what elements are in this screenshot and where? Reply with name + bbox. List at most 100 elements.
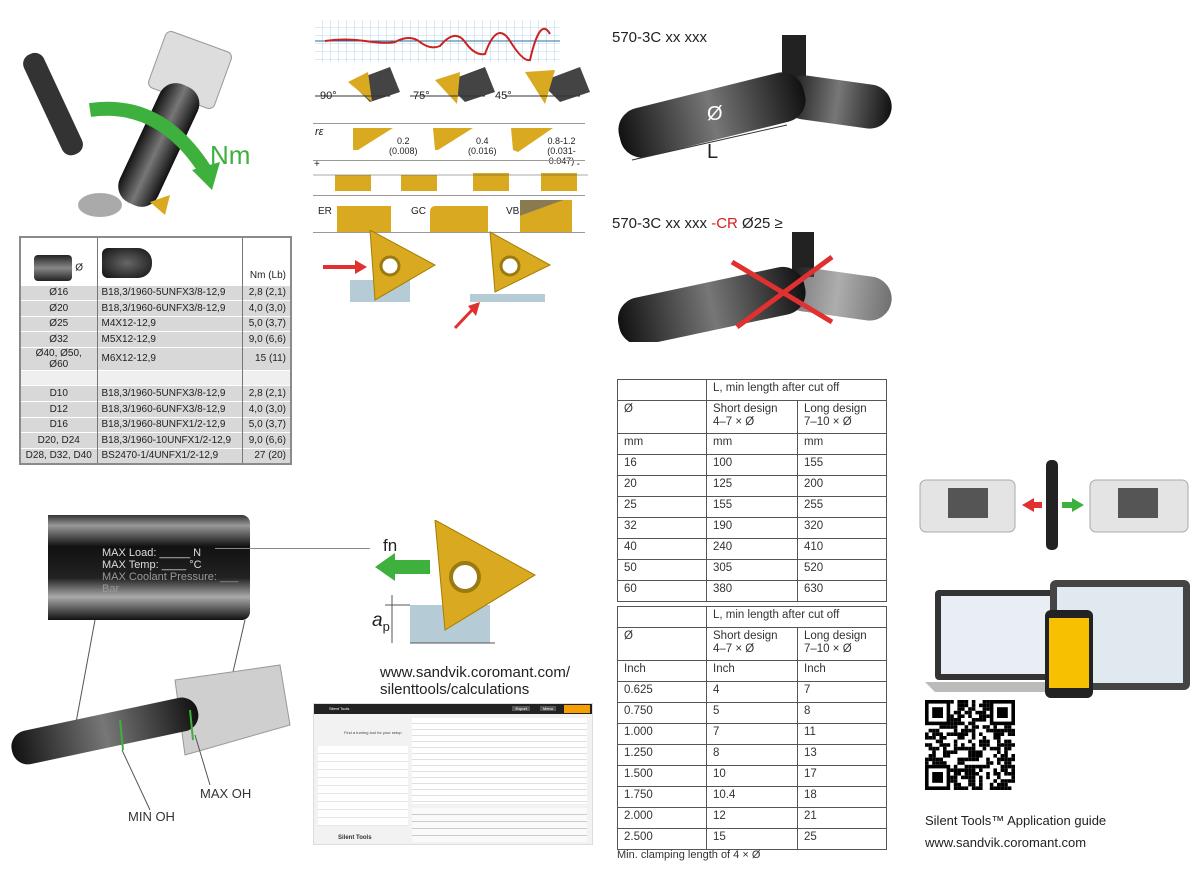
table-cell: D20, D24 — [19, 432, 97, 449]
table-cell: D28, D32, D40 — [19, 447, 97, 464]
unit-cell: Inch — [706, 660, 798, 682]
divider — [313, 195, 585, 196]
table-cell: 7 — [797, 681, 887, 703]
tool-cr-not-allowed-illustration — [617, 232, 892, 342]
qr-code[interactable] — [925, 700, 1015, 790]
table-cell: B18,3/1960-5UNFX3/8-12,9 — [96, 385, 242, 402]
torque-header: Nm (Lb) — [241, 236, 291, 285]
table-cell: B18,3/1960-8UNFX1/2-12,9 — [96, 416, 242, 433]
table-cell: M6X12-12,9 — [96, 346, 242, 371]
table-cell: 10.4 — [706, 786, 798, 808]
table-cell: 0.750 — [617, 702, 707, 724]
unit-cell: mm — [617, 433, 707, 455]
leader-line — [215, 548, 370, 549]
table-cell: 10 — [706, 765, 798, 787]
unit-cell: mm — [797, 433, 887, 455]
col-header: Long design 7–10 × Ø — [797, 400, 887, 434]
table-cell: 9,0 (6,6) — [241, 331, 291, 348]
table-cell: M4X12-12,9 — [96, 315, 242, 332]
divider — [313, 160, 585, 161]
table-cell: 15 (11) — [241, 346, 291, 371]
guide-url[interactable]: www.sandvik.coromant.com — [925, 835, 1087, 850]
insert-position-diagram-1 — [323, 230, 437, 302]
angle-label: 45° — [495, 90, 512, 102]
table-cell: D16 — [19, 416, 97, 433]
silent-tools-app-screenshot: Silent Tools Export Menu Find a turning … — [313, 703, 593, 845]
table-cell: B18,3/1960-6UNFX3/8-12,9 — [96, 401, 242, 418]
export-button: Export — [512, 706, 530, 711]
table-cell: Ø40, Ø50, Ø60 — [19, 346, 97, 371]
divider — [313, 123, 585, 124]
angle-label: 75° — [413, 90, 430, 102]
table-cell: 125 — [706, 475, 798, 497]
app-heading: Find a turning tool for your setup — [344, 730, 402, 735]
machine-transfer-illustration — [919, 460, 1189, 550]
table-cell: 32 — [617, 517, 707, 539]
diameter-header: Ø — [75, 262, 84, 274]
entering-angle-diagrams: 90° 75° 45° — [310, 62, 590, 118]
radius-value: 0.2(0.008) — [389, 136, 418, 156]
table-cell: 60 — [617, 580, 707, 602]
unit-cell: Inch — [617, 660, 707, 682]
span-header: L, min length after cut off — [706, 606, 887, 628]
table-cell: 520 — [797, 559, 887, 581]
table-cell: 9,0 (6,6) — [241, 432, 291, 449]
table-cell: 25 — [617, 496, 707, 518]
table-cell: 2,8 (2,1) — [241, 284, 291, 301]
table-cell: 25 — [797, 828, 887, 850]
unit-cell: Inch — [797, 660, 887, 682]
table-cell: 4,0 (3,0) — [241, 300, 291, 317]
radius-value: 0.8-1.2(0.031-0.047) — [547, 136, 576, 166]
calculations-url[interactable]: www.sandvik.coromant.com/ silenttools/ca… — [380, 664, 570, 698]
table-cell: 21 — [797, 807, 887, 829]
vibration-wave-illustration — [315, 20, 560, 62]
table-cell: 2,8 (2,1) — [241, 385, 291, 402]
screw-icon — [101, 247, 152, 278]
angle-label: 90° — [320, 90, 337, 102]
url-line-1[interactable]: www.sandvik.coromant.com/ — [380, 664, 571, 681]
table-cell: 1.250 — [617, 744, 707, 766]
table-cell: 4 — [706, 681, 798, 703]
table-cell: 240 — [706, 538, 798, 560]
table-cell: 11 — [797, 723, 887, 745]
span-header: L, min length after cut off — [706, 379, 887, 401]
table-cell: 17 — [797, 765, 887, 787]
max-load-label: MAX Load: _____ N — [102, 547, 202, 559]
cutting-force-diagram — [375, 520, 536, 644]
table-cell: 100 — [706, 454, 798, 476]
table-cell: 255 — [797, 496, 887, 518]
guide-title: Silent Tools™ Application guide — [925, 813, 1107, 828]
url-line-2[interactable]: silenttools/calculations — [380, 681, 530, 698]
radius-value: 0.4(0.016) — [468, 136, 497, 156]
table-cell — [19, 369, 97, 386]
table-cell: BS2470-1/4UNFX1/2-12,9 — [96, 447, 242, 464]
table-cell: 320 — [797, 517, 887, 539]
col-header: Ø — [617, 627, 707, 661]
table-cell: 410 — [797, 538, 887, 560]
divider — [313, 232, 585, 233]
col-header: Short design 4–7 × Ø — [706, 627, 798, 661]
nose-radius-symbol: rε — [315, 126, 324, 138]
table-cell: B18,3/1960-6UNFX3/8-12,9 — [96, 300, 242, 317]
tool-heading-standard: 570-3C xx xxx — [612, 29, 708, 46]
table-cell: 7 — [706, 723, 798, 745]
table-cell: 1.750 — [617, 786, 707, 808]
min-oh-label: MIN OH — [128, 809, 175, 824]
col-header: Ø — [617, 400, 707, 434]
table-cell: 50 — [617, 559, 707, 581]
table-cell: M5X12-12,9 — [96, 331, 242, 348]
table-cell: 13 — [797, 744, 887, 766]
app-header: Silent Tools Export Menu — [314, 704, 592, 714]
